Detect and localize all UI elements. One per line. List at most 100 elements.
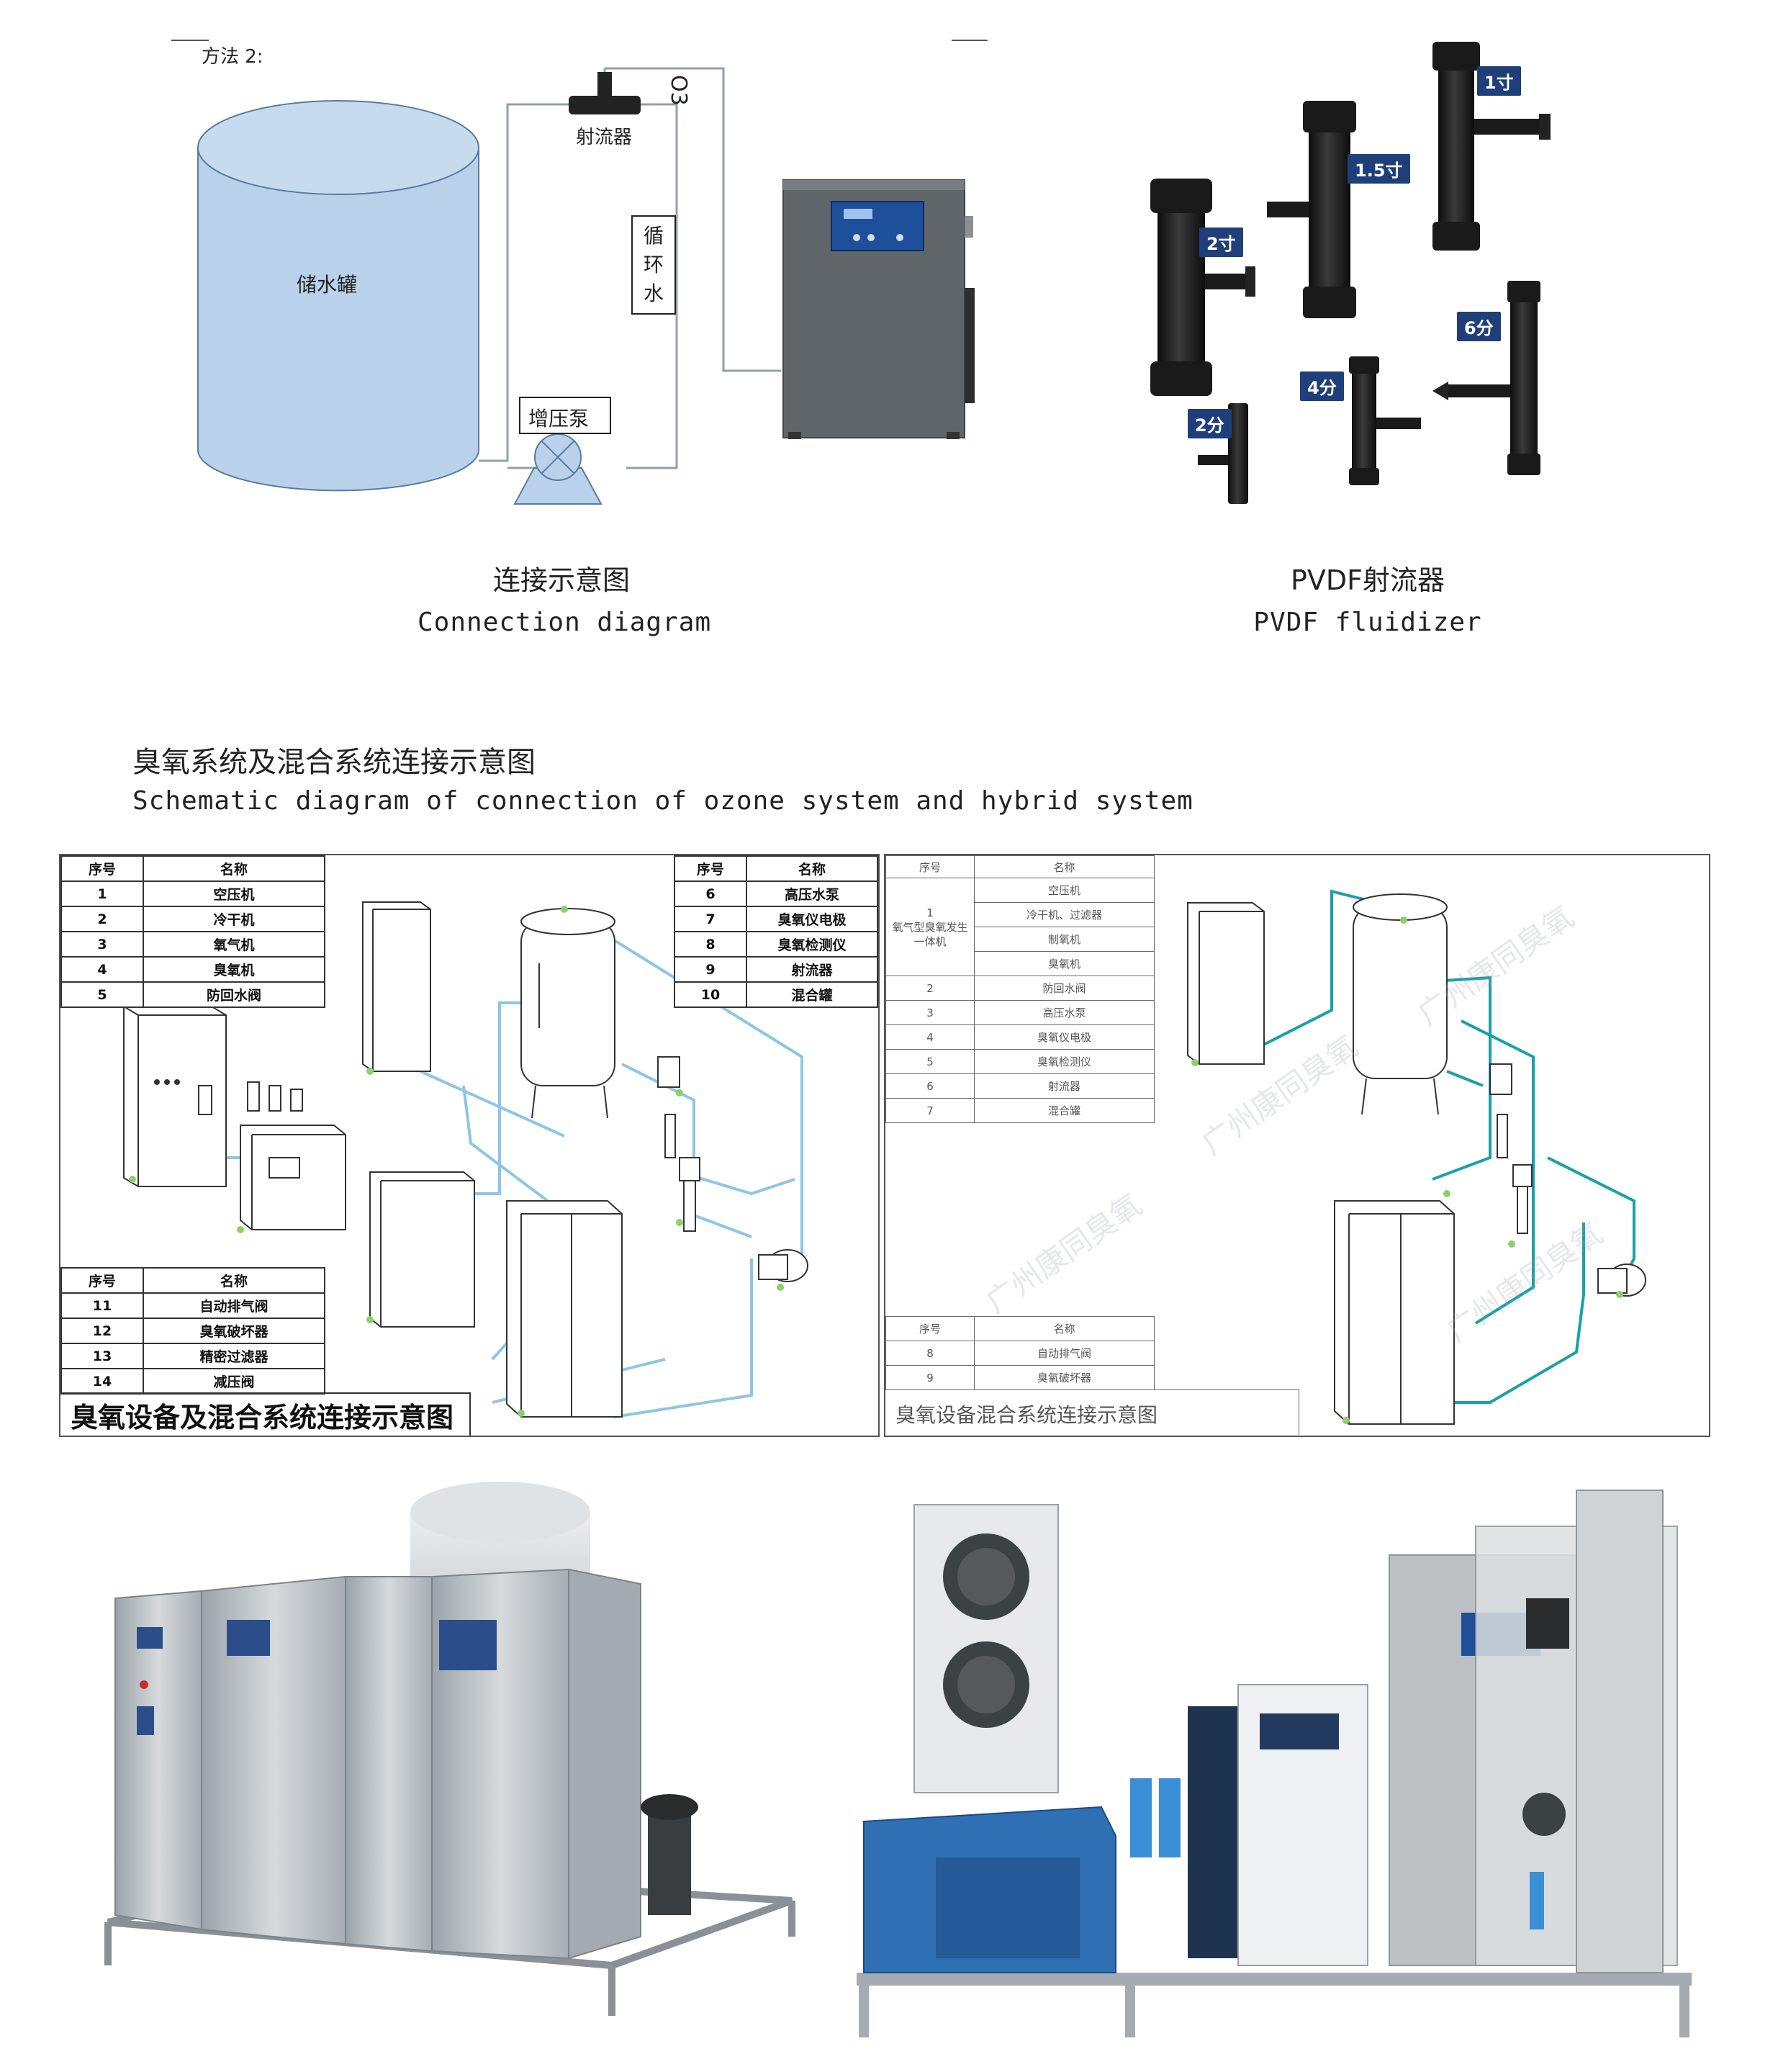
circulation-label: 循环水 [643,224,664,305]
table-row: 制氧机 [886,927,1155,952]
legend-name: 空压机 [143,880,325,907]
ejector-label: 射流器 [576,127,633,148]
legend-name: 臭氧仪电极 [746,906,878,932]
legend-no: 5 [60,981,144,1008]
ejector-4-fen [1349,356,1421,485]
size-tag-4: 6分 [1457,312,1501,341]
legend-no: 1 [926,906,934,919]
legend-no: 9 [674,956,747,983]
schematic-left-drawing [123,901,808,1419]
legend-no: 3 [885,1000,975,1025]
legend-no: 14 [60,1368,144,1395]
legend-no: 7 [674,906,747,932]
legend-no: 4 [60,956,144,983]
equipment-photo-stainless [104,1482,795,2016]
legend-name: 臭氧破坏器 [974,1365,1155,1390]
ozone-generator-icon [782,179,975,439]
legend-no: 13 [60,1343,144,1369]
legend-no: 4 [885,1024,975,1050]
ejector-1-5-inch [1267,101,1356,318]
legend-no: 10 [674,981,747,1008]
section-title-en: Schematic diagram of connection of ozone… [132,786,1193,816]
legend-header-no: 序号 [60,855,144,882]
legend-header-name: 名称 [974,1316,1155,1341]
legend-group-label: 氧气型臭氧发生一体机 [892,920,968,948]
legend-name: 臭氧检测仪 [974,1049,1155,1074]
right-footer-box [885,1389,1299,1435]
table-row: 1 氧气型臭氧发生一体机 空压机 [885,878,1155,976]
legend-name: 防回水阀 [974,976,1155,1001]
legend-header-no: 序号 [885,855,975,878]
connection-caption-zh: 连接示意图 [492,564,630,596]
legend-no: 5 [885,1049,975,1074]
ejector-1-inch [1432,42,1551,251]
connection-caption-en: Connection diagram [418,608,712,637]
legend-name: 射流器 [974,1073,1155,1099]
connection-caption: 连接示意图 Connection diagram [418,558,712,637]
section-title-zh: 臭氧系统及混合系统连接示意图 [132,746,536,779]
legend-no: 6 [674,880,747,907]
pump-label: 增压泵 [528,407,590,431]
legend-no: 12 [60,1317,144,1344]
size-tag-5: 4分 [1300,371,1344,401]
tank-label: 储水罐 [297,273,358,297]
legend-no: 2 [60,906,144,932]
legend-no: 2 [885,976,975,1001]
legend-name: 自动排气阀 [974,1341,1155,1366]
pvdf-caption: PVDF射流器 PVDF fluidizer [1224,558,1512,637]
booster-pump-icon [513,433,603,505]
legend-name: 臭氧破坏器 [143,1317,325,1344]
legend-name: 精密过滤器 [143,1343,325,1369]
legend-header-no: 序号 [60,1267,144,1294]
legend-name: 减压阀 [143,1368,325,1395]
legend-name: 臭氧机 [143,956,325,983]
legend-name: 高压水泵 [746,880,878,907]
equipment-photo-oxygen [857,1490,1692,2037]
legend-no: 3 [60,931,144,958]
legend-name: 射流器 [746,956,878,983]
size-tag-2: 1.5寸 [1348,154,1410,184]
legend-name: 冷干机、过滤器 [974,902,1155,927]
pvdf-caption-en: PVDF fluidizer [1253,608,1482,637]
size-tag-3: 2寸 [1199,228,1243,257]
legend-name: 空压机 [974,878,1155,903]
legend-no: 8 [674,931,747,958]
ejector-2-inch [1150,179,1255,396]
left-footer-box [60,1392,471,1436]
legend-header-name: 名称 [974,855,1155,878]
ejector-2-fen [1198,403,1248,504]
legend-no: 1 [60,880,144,907]
ejector-icon [569,72,641,114]
legend-name: 高压水泵 [974,1000,1155,1025]
legend-group: 1 氧气型臭氧发生一体机 [885,878,975,976]
method-label: 方法 2: [202,46,263,68]
legend-name: 防回水阀 [143,981,325,1008]
legend-name: 臭氧机 [974,951,1155,976]
legend-header-name: 名称 [143,1267,325,1294]
legend-no: 6 [885,1073,975,1099]
legend-header-no: 序号 [674,855,747,882]
pvdf-caption-zh: PVDF射流器 [1290,564,1445,596]
